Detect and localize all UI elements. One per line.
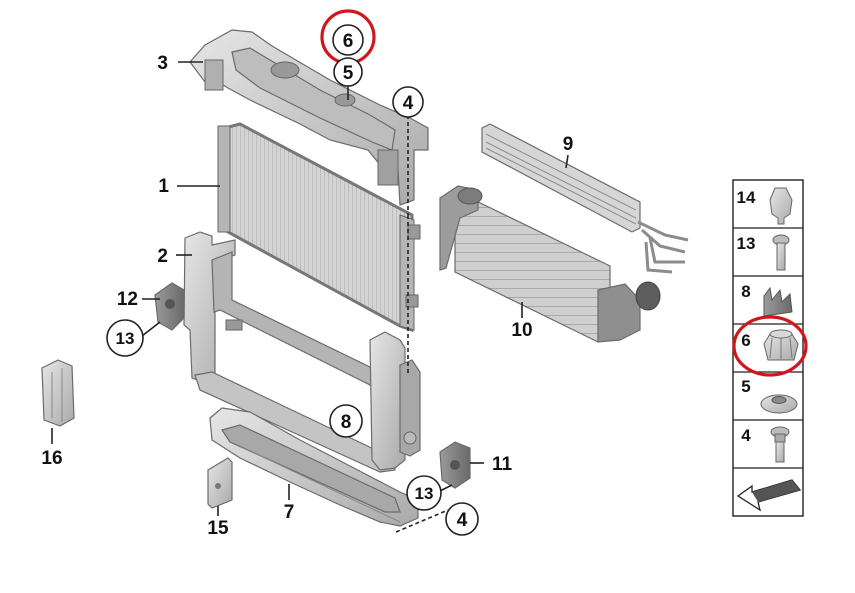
svg-text:13: 13: [737, 234, 756, 253]
svg-text:13: 13: [116, 329, 135, 348]
callout-8: 8: [329, 404, 363, 438]
legend-item-4: 4: [741, 426, 790, 463]
svg-text:16: 16: [41, 448, 62, 469]
svg-text:2: 2: [157, 246, 168, 267]
oil-cooler: [481, 123, 689, 274]
svg-text:10: 10: [511, 320, 532, 341]
svg-text:8: 8: [341, 412, 352, 433]
svg-text:13: 13: [415, 484, 434, 503]
svg-text:12: 12: [117, 289, 138, 310]
svg-text:4: 4: [741, 426, 751, 445]
callout-11: 11: [492, 454, 513, 475]
bracket-clip-icon: [763, 286, 793, 317]
callout-16: 16: [41, 448, 62, 469]
svg-text:5: 5: [343, 63, 354, 84]
small-flap: [207, 457, 233, 509]
callout-15: 15: [207, 518, 229, 539]
callout-13-bottom: 13: [406, 475, 442, 511]
callout-13-left: 13: [106, 319, 144, 357]
svg-text:14: 14: [737, 188, 756, 207]
callout-10: 10: [511, 320, 532, 341]
callout-4-bottom: 4: [445, 502, 479, 536]
leader-lines: [51, 61, 569, 533]
svg-text:8: 8: [741, 282, 750, 301]
fastener-legend: 14 13 8 6 5 4: [732, 179, 808, 517]
svg-text:6: 6: [343, 31, 354, 52]
svg-text:6: 6: [741, 331, 750, 350]
side-air-guide: [41, 359, 75, 427]
callout-4-top: 4: [392, 86, 424, 118]
callout-1: 1: [158, 176, 169, 197]
left-mount-bracket: [154, 282, 185, 331]
right-mount-bracket: [439, 441, 471, 489]
callout-3: 3: [157, 53, 168, 74]
svg-text:4: 4: [403, 93, 414, 114]
radiator: [217, 122, 421, 333]
legend-item-14: 14: [737, 187, 793, 225]
svg-text:1: 1: [158, 176, 169, 197]
legend-item-6: 6: [732, 315, 808, 377]
lower-air-duct: [209, 407, 419, 527]
clip-icon: [769, 187, 793, 225]
intercooler: [439, 185, 661, 343]
svg-text:5: 5: [741, 377, 750, 396]
highlight-ring-legend: [732, 315, 808, 377]
callout-9: 9: [563, 134, 574, 155]
radiator-frame: [183, 231, 421, 473]
legend-item-8: 8: [741, 282, 793, 317]
callout-7: 7: [284, 502, 295, 523]
legend-item-13: 13: [737, 234, 790, 271]
callout-2: 2: [157, 246, 168, 267]
svg-text:15: 15: [207, 518, 229, 539]
svg-text:11: 11: [492, 454, 513, 475]
svg-text:3: 3: [157, 53, 168, 74]
callout-5-top: 5: [333, 57, 363, 87]
svg-text:4: 4: [457, 510, 468, 531]
svg-text:9: 9: [563, 134, 574, 155]
callout-6-top: 6: [320, 9, 376, 65]
legend-item-5: 5: [741, 377, 798, 414]
legend-arrow: [736, 479, 802, 512]
svg-text:7: 7: [284, 502, 295, 523]
upper-support-bracket: [189, 29, 429, 206]
callout-12: 12: [117, 289, 138, 310]
